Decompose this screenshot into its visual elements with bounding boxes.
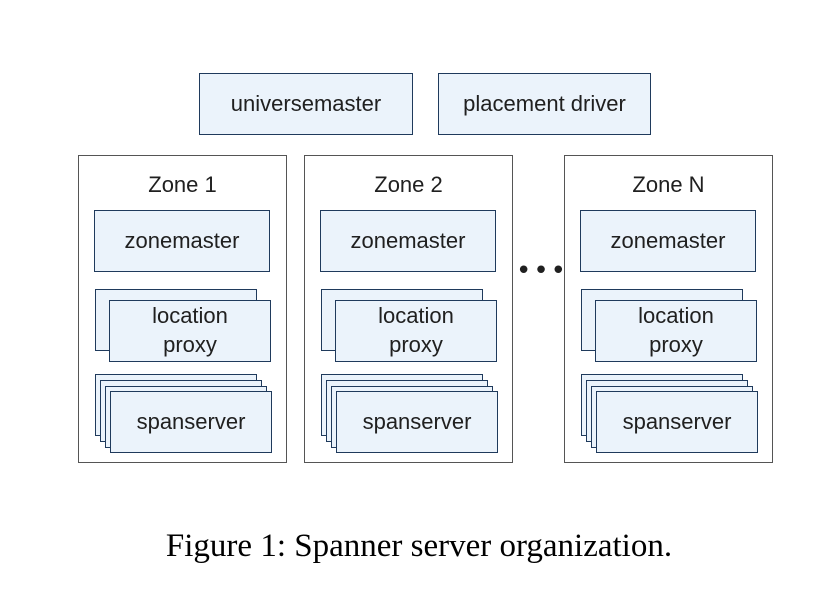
- spanserver-stack-zone-n: spanserver: [581, 374, 758, 454]
- zone-1: Zone 1 zonemaster location proxy spanser…: [78, 155, 287, 463]
- location-proxy-box: location proxy: [595, 300, 757, 362]
- location-proxy-stack-zone-n: location proxy: [581, 289, 757, 363]
- spanserver-stack-zone-1: spanserver: [95, 374, 272, 454]
- zone-n: Zone N zonemaster location proxy spanser…: [564, 155, 773, 463]
- spanserver-stack-zone-2: spanserver: [321, 374, 498, 454]
- spanserver-box: spanserver: [596, 391, 758, 453]
- zonemaster-box-zone-1: zonemaster: [94, 210, 270, 272]
- location-proxy-box: location proxy: [109, 300, 271, 362]
- spanserver-box: spanserver: [110, 391, 272, 453]
- placement-driver-label: placement driver: [463, 90, 626, 116]
- spanserver-box: spanserver: [336, 391, 498, 453]
- figure-caption: Figure 1: Spanner server organization.: [165, 528, 673, 564]
- zone-1-title: Zone 1: [148, 172, 217, 197]
- zone-n-title: Zone N: [632, 172, 705, 197]
- location-proxy-box: location proxy: [335, 300, 497, 362]
- zonemaster-box-zone-2: zonemaster: [320, 210, 496, 272]
- more-zones-ellipsis: •••: [516, 256, 569, 286]
- zone-2: Zone 2 zonemaster location proxy spanser…: [304, 155, 513, 463]
- zonemaster-label: zonemaster: [350, 227, 466, 253]
- zone-2-title: Zone 2: [374, 172, 443, 197]
- universemaster-label: universemaster: [230, 90, 382, 116]
- zonemaster-label: zonemaster: [124, 227, 240, 253]
- placement-driver-box: placement driver: [438, 73, 651, 135]
- zonemaster-label: zonemaster: [610, 227, 726, 253]
- universemaster-box: universemaster: [199, 73, 413, 135]
- location-proxy-stack-zone-2: location proxy: [321, 289, 497, 363]
- zonemaster-box-zone-n: zonemaster: [580, 210, 756, 272]
- location-proxy-stack-zone-1: location proxy: [95, 289, 271, 363]
